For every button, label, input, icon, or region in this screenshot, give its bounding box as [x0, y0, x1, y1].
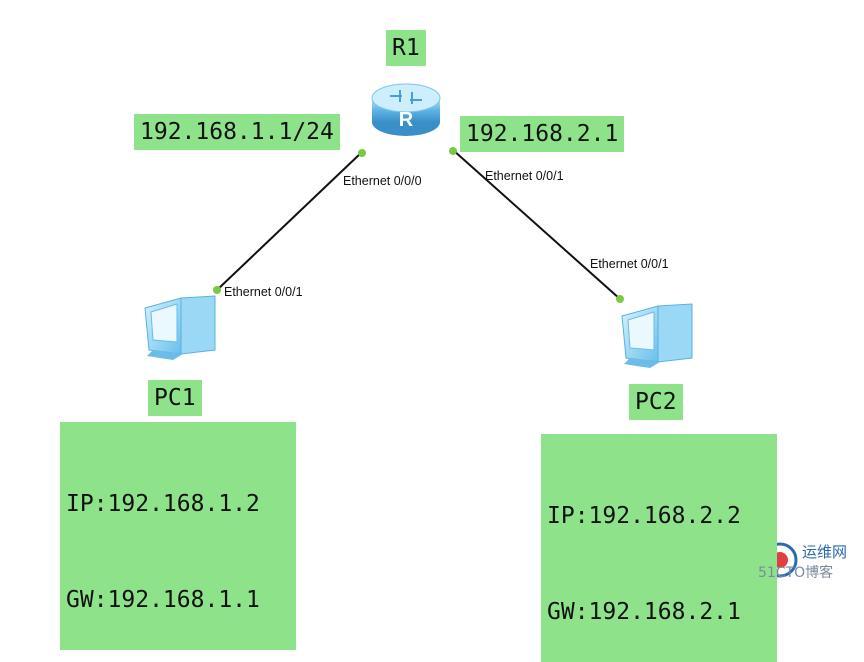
port-dot-r1-e000 [358, 149, 366, 157]
port-dot-r1-e001 [449, 147, 457, 155]
svg-text:R: R [399, 109, 414, 131]
network-diagram: R [144, 83, 798, 578]
link-r1-pc2 [452, 149, 621, 300]
port-label-r1-e001: Ethernet 0/0/1 [485, 169, 564, 183]
port-dot-pc1 [213, 286, 221, 294]
port-label-pc2-e001: Ethernet 0/0/1 [590, 257, 669, 271]
r1-right-ip-label: 192.168.2.1 [460, 116, 625, 152]
pc1-ip: IP:192.168.1.2 [66, 491, 260, 517]
pc2-gw: GW:192.168.2.1 [547, 599, 741, 625]
pc2-ip: IP:192.168.2.2 [547, 503, 741, 529]
port-dot-pc2 [616, 295, 624, 303]
router-icon[interactable]: R [371, 83, 441, 136]
port-label-pc1-e001: Ethernet 0/0/1 [224, 285, 303, 299]
r1-left-ip-label: 192.168.1.1/24 [134, 114, 340, 150]
pc1-icon[interactable] [144, 295, 216, 360]
watermark-line2: 51CTO博客 [758, 565, 834, 581]
pc1-config-label: IP:192.168.1.2 GW:192.168.1.1 [60, 422, 296, 650]
port-label-r1-e000: Ethernet 0/0/0 [343, 174, 422, 188]
pc2-config-label: IP:192.168.2.2 GW:192.168.2.1 [541, 434, 777, 662]
pc2-icon[interactable] [621, 303, 693, 368]
pc1-name-label: PC1 [148, 380, 202, 416]
link-r1-pc1 [216, 151, 363, 291]
r1-name-label: R1 [386, 30, 426, 66]
pc1-gw: GW:192.168.1.1 [66, 587, 260, 613]
watermark-line1: 运维网 [802, 543, 848, 561]
pc2-name-label: PC2 [629, 384, 683, 420]
